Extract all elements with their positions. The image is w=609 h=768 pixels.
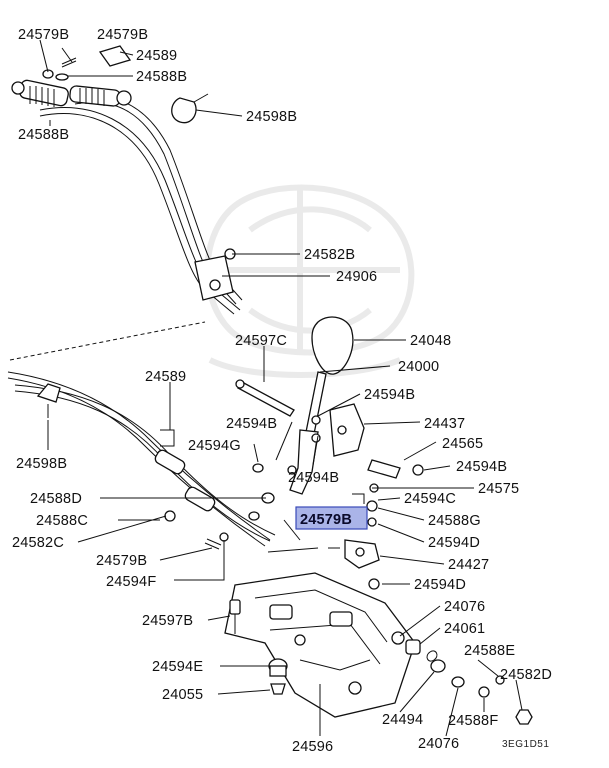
part-label[interactable]: 24427 — [448, 557, 489, 573]
part-label[interactable]: 24076 — [444, 599, 485, 615]
shift-lever-assembly — [235, 316, 424, 590]
part-label[interactable]: 24588D — [30, 491, 82, 507]
part-label[interactable]: 24579B — [97, 27, 148, 43]
part-label[interactable]: 24588F — [448, 713, 498, 729]
part-label[interactable]: 24594E — [152, 659, 203, 675]
part-label[interactable]: 24061 — [444, 621, 485, 637]
part-label[interactable]: 24594D — [414, 577, 466, 593]
part-label-highlighted[interactable]: 24579B — [300, 512, 352, 528]
part-label[interactable]: 24594B — [456, 459, 507, 475]
part-label[interactable]: 24597C — [235, 333, 287, 349]
part-label[interactable]: 24579B — [18, 27, 69, 43]
leader-lines — [39, 39, 523, 737]
part-label[interactable]: 24588B — [18, 127, 69, 143]
part-label[interactable]: 24594B — [288, 470, 339, 486]
part-label[interactable]: 24594B — [364, 387, 415, 403]
part-label[interactable]: 24588B — [136, 69, 187, 85]
part-label[interactable]: 24494 — [382, 712, 423, 728]
part-label[interactable]: 24596 — [292, 739, 333, 755]
part-label[interactable]: 24582D — [500, 667, 552, 683]
part-label[interactable]: 24598B — [246, 109, 297, 125]
part-label[interactable]: 24594D — [428, 535, 480, 551]
part-label[interactable]: 24582B — [304, 247, 355, 263]
part-label[interactable]: 24598B — [16, 456, 67, 472]
highlight-box — [295, 506, 368, 530]
base-bracket — [224, 572, 533, 725]
drawing-code: 3EG1D51 — [502, 739, 549, 750]
part-label[interactable]: 24589 — [136, 48, 177, 64]
part-label[interactable]: 24575 — [478, 481, 519, 497]
part-label[interactable]: 24076 — [418, 736, 459, 752]
part-label[interactable]: 24906 — [336, 269, 377, 285]
part-label[interactable]: 24594B — [226, 416, 277, 432]
part-label[interactable]: 24000 — [398, 359, 439, 375]
part-label[interactable]: 24588G — [428, 513, 481, 529]
separator-dash-line — [9, 321, 206, 361]
part-label[interactable]: 24055 — [162, 687, 203, 703]
part-label[interactable]: 24597B — [142, 613, 193, 629]
part-labels: 24579B 24579B 24589 24588B 24588B 24598B… — [12, 27, 552, 755]
part-label[interactable]: 24565 — [442, 436, 483, 452]
part-label[interactable]: 24588C — [36, 513, 88, 529]
watermark-emblem — [200, 184, 415, 378]
part-label[interactable]: 24594F — [106, 574, 156, 590]
part-label[interactable]: 24594C — [404, 491, 456, 507]
part-label[interactable]: 24579B — [96, 553, 147, 569]
upper-cable-assembly — [11, 45, 243, 315]
part-label[interactable]: 24437 — [424, 416, 465, 432]
part-label[interactable]: 24589 — [145, 369, 186, 385]
part-label[interactable]: 24588E — [464, 643, 515, 659]
part-label[interactable]: 24582C — [12, 535, 64, 551]
part-label[interactable]: 24594G — [188, 438, 241, 454]
part-label[interactable]: 24048 — [410, 333, 451, 349]
